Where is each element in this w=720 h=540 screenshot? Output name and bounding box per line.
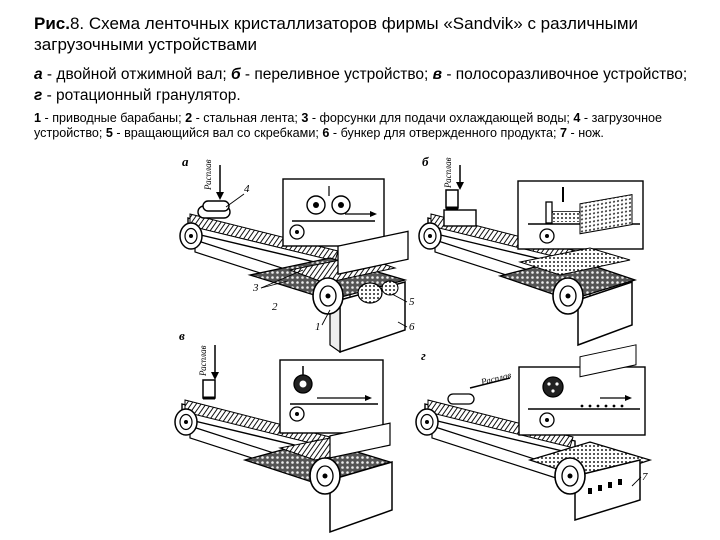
panel-letter-v: в [432,66,443,83]
panel-g-machine [527,344,653,522]
panel-label-b: б [422,154,429,169]
panel-b-machine [497,193,638,347]
callout-4: 4 [244,183,250,195]
legend-text-2: - стальная лента; [192,111,302,125]
callout-5: 5 [409,296,415,308]
legend-num-7: 7 [559,126,567,140]
panel-desc-a: - двойной отжимной вал; [42,66,231,83]
figure-caption-title: Рис.8. Схема ленточных кристаллизаторов … [34,13,684,55]
panel-desc-b: - переливное устройство; [240,66,433,83]
legend-num-4: 4 [573,111,581,125]
numbered-legend: 1 - приводные барабаны; 2 - стальная лен… [34,111,694,141]
legend-text-7: - нож. [567,126,604,140]
legend-text-1: - приводные барабаны; [41,111,186,125]
caption-text: 8. Схема ленточных кристаллизаторов фирм… [34,14,639,54]
callout-2: 2 [272,301,278,313]
callout-1: 1 [315,321,321,333]
melt-label-v: Расплав [198,345,208,377]
panel-a-inset [282,178,385,247]
legend-text-5: - вращающийся вал со скребками; [112,126,323,140]
panel-desc-g: - ротационный гранулятор. [42,87,241,104]
panel-label-v: в [179,328,185,343]
melt-label-b: Расплав [443,157,453,189]
legend-num-2: 2 [185,111,193,125]
melt-label-a: Расплав [203,159,213,191]
legend-text-4: - загрузочное устройство; [34,111,663,140]
panel-v-machine [242,422,393,534]
panel-letter-a: а [34,66,43,83]
panel-desc-v: - полосоразливочное устройство; [442,66,688,83]
legend-num-3: 3 [301,111,309,125]
legend-num-5: 5 [105,126,113,140]
legend-num-6: 6 [322,126,330,140]
legend-text-6: - бункер для отвержденного продукта; [329,126,560,140]
panel-label-g: г [421,348,426,363]
melt-label-g: Расплав [479,370,512,387]
legend-text-3: - форсунки для подачи охлаждающей воды; [308,111,574,125]
callout-7: 7 [642,471,648,483]
callout-3: 3 [252,282,259,294]
panel-label-a: а [182,154,189,169]
panel-letter-g: г [34,87,43,104]
panel-descriptions: а - двойной отжимной вал; б - переливное… [34,64,694,106]
panel-v-inset [279,359,384,434]
panel-g-inset [518,366,646,436]
panel-letter-b: б [231,66,241,83]
caption-prefix: Рис. [34,14,70,33]
legend-num-1: 1 [34,111,42,125]
callout-6: 6 [409,321,415,333]
panel-a-machine [247,230,409,354]
